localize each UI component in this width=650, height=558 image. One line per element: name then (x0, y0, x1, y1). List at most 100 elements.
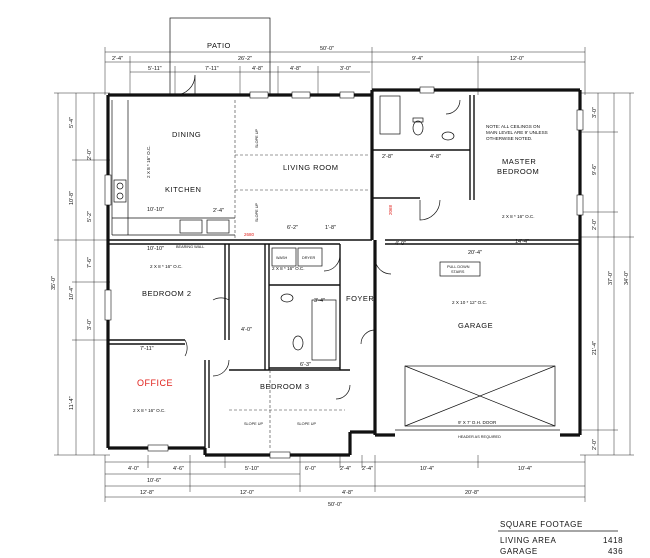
dim-hall-2: 1'-8" (325, 225, 336, 231)
dim-right-a: 3'-0" (592, 107, 598, 118)
dim-left-b: 10'-8" (69, 191, 75, 205)
square-footage-table: SQUARE FOOTAGE LIVING AREA 1418 GARAGE 4… (498, 520, 623, 556)
dim-right-d: 21'-4" (592, 341, 598, 355)
exterior-walls (106, 88, 582, 457)
dim-right-c: 2'-0" (592, 219, 598, 230)
joist-dining: 2 X 8 * 16" O.C. (146, 145, 151, 178)
dim-right-b: 9'-6" (592, 164, 598, 175)
marker-2068: 2068 (388, 204, 393, 215)
dim-top-row2-a: 5'-11" (148, 66, 162, 72)
dim-bath: 3'-4" (314, 298, 325, 304)
dim-top-right-1: 9'-4" (412, 56, 423, 62)
garage-label: GARAGE (458, 321, 493, 330)
dim-garage-top: 20'-4" (468, 250, 482, 256)
dim-left-h: 3'-0" (87, 319, 93, 330)
dim-left-d: 11'-4" (69, 396, 75, 410)
dim-bottom-row3-c: 4'-8" (342, 490, 353, 496)
sqft-garage-label: GARAGE (500, 547, 538, 556)
right-dimensions: 3'-0" 9'-6" 2'-0" 21'-4" 2'-0" 37'-0" 34… (580, 92, 634, 456)
dim-bottom-row1-g: 10'-4" (420, 466, 434, 472)
left-dimensions: 35'-0" 5'-4" 10'-8" 10'-4" 11'-4" 2'-0" … (51, 92, 110, 456)
dim-hall-1: 6'-2" (287, 225, 298, 231)
dim-living: 2'-4" (213, 208, 224, 214)
joist-bed2: 2 X 8 * 16" O.C. (150, 264, 183, 269)
dryer-label: DRYER (302, 256, 315, 260)
dim-office-top: 7'-11" (140, 346, 154, 352)
slope-up-2: SLOPE UP (255, 203, 259, 222)
master-label-1: MASTER (502, 157, 536, 166)
dim-master-b: 14'-4" (515, 239, 529, 245)
dim-left-a: 5'-4" (69, 117, 75, 128)
bearing-wall-label: BEARING WALL (176, 245, 204, 249)
dim-bottom-row1-c: 5'-10" (245, 466, 259, 472)
living-room-label: LIVING ROOM (283, 163, 339, 172)
dim-top-total: 50'-0" (320, 46, 334, 52)
joist-garage: 2 X 10 * 12" O.C. (452, 300, 487, 305)
ceiling-note-1: NOTE: ALL CEILINGS ON (486, 124, 540, 129)
dim-bottom-row1-b: 4'-6" (173, 466, 184, 472)
fixtures: WASH DRYER PULL DOWN STAIRS (113, 95, 560, 431)
pull-down-label-2: STAIRS (451, 270, 465, 274)
dim-bottom-row3-a: 12'-8" (140, 490, 154, 496)
room-labels: DINING KITCHEN LIVING ROOM MASTER BEDROO… (137, 130, 539, 391)
slope-up-1: SLOPE UP (255, 129, 259, 148)
slope-up-3: SLOPE UP (244, 422, 263, 426)
dim-kitchen: 10'-10" (147, 207, 164, 213)
dim-top-row2-c: 4'-8" (252, 66, 263, 72)
dim-bottom-row2-a: 10'-6" (147, 478, 161, 484)
dim-bottom-row3-d: 20'-8" (465, 490, 479, 496)
dim-bottom-row1-e: 2'-4" (340, 466, 351, 472)
dim-bottom-row1-a: 4'-0" (128, 466, 139, 472)
bedroom2-label: BEDROOM 2 (142, 289, 192, 298)
garage-door-note: 9' X 7' O.H. DOOR (458, 420, 497, 425)
dim-right-e: 2'-0" (592, 439, 598, 450)
pull-down-label: PULL DOWN (447, 265, 470, 269)
bedroom3-label: BEDROOM 3 (260, 382, 310, 391)
windows (104, 86, 584, 459)
dim-master-c: 2'-8" (382, 154, 393, 160)
sqft-living-value: 1418 (603, 536, 623, 545)
kitchen-label: KITCHEN (165, 185, 201, 194)
dim-master-d: 4'-8" (430, 154, 441, 160)
dim-left-f: 5'-2" (87, 211, 93, 222)
dim-bath-2: 6'-3" (300, 362, 311, 368)
dim-top-patio-mid: 26'-2" (238, 56, 252, 62)
ceiling-note-2: MAIN LEVEL ARE 9' UNLESS (486, 130, 548, 135)
dim-top-row2-e: 3'-0" (340, 66, 351, 72)
dim-bottom-row3-b: 12'-0" (240, 490, 254, 496)
wash-label: WASH (276, 256, 288, 260)
dim-left-e: 2'-0" (87, 149, 93, 160)
dim-top-row2-b: 7'-11" (205, 66, 219, 72)
joist-master: 2 X 8 * 16" O.C. (502, 214, 535, 219)
dim-top-row2-d: 4'-8" (290, 66, 301, 72)
joist-office: 2 X 8 * 16" O.C. (133, 408, 166, 413)
bottom-dimensions: 4'-0" 4'-6" 5'-10" 6'-0" 2'-4" 2'-4" 10'… (104, 455, 586, 508)
doors (174, 74, 461, 400)
master-label-2: BEDROOM (497, 167, 539, 176)
patio: PATIO (169, 17, 271, 95)
joist-living: 2 X 8 * 16" O.C. (272, 266, 305, 271)
dim-right-total-2: 34'-0" (624, 271, 630, 285)
dim-top-patio-left: 2'-4" (112, 56, 123, 62)
dim-bottom-row1-d: 6'-0" (305, 466, 316, 472)
dim-bottom-total: 50'-0" (328, 502, 342, 508)
dim-top-right-2: 12'-0" (510, 56, 524, 62)
foyer-label: FOYER (346, 294, 374, 303)
dim-right-total: 37'-0" (608, 271, 614, 285)
interior-dimensions: 10'-10" 10'-10" 2'-4" 6'-2" 1'-8" 20'-4"… (140, 154, 529, 368)
sqft-title: SQUARE FOOTAGE (500, 520, 583, 529)
dim-left-total: 35'-0" (51, 276, 57, 290)
dim-foyer: 4'-0" (395, 241, 406, 247)
patio-label: PATIO (207, 41, 231, 50)
ceiling-note-3: OTHERWISE NOTED. (486, 136, 532, 141)
dim-bottom-row1-h: 10'-4" (518, 466, 532, 472)
sqft-garage-value: 436 (608, 547, 623, 556)
top-dimensions: 2'-4" 26'-2" 50'-0" 9'-4" 12'-0" 5'-11" … (104, 46, 586, 95)
notes: NOTE: ALL CEILINGS ON MAIN LEVEL ARE 9' … (133, 124, 548, 439)
dim-bottom-row1-f: 2'-4" (362, 466, 373, 472)
office-label: OFFICE (137, 378, 173, 388)
marker-2680: 2680 (244, 232, 255, 237)
slope-up-4: SLOPE UP (297, 422, 316, 426)
interior-walls (108, 95, 580, 450)
